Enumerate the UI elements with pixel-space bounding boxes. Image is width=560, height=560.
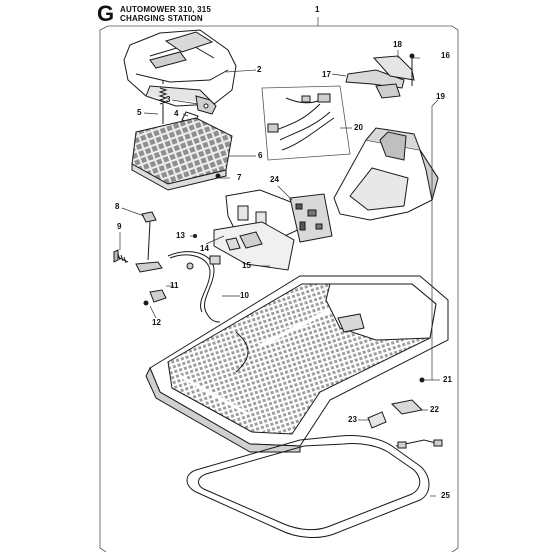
callout-16: 16 [441,51,450,60]
callout-25: 25 [441,491,450,500]
callout-8: 8 [115,202,120,211]
callout-21: 21 [443,375,452,384]
callout-9: 9 [117,222,122,231]
callout-5: 5 [137,108,142,117]
callout-1: 1 [315,5,320,14]
callout-18: 18 [393,40,402,49]
leader-lines [119,50,440,497]
base-hardware [367,377,425,429]
callout-3: 3 [166,95,171,104]
callout-2: 2 [257,65,262,74]
boundary-wire-25 [186,435,443,538]
callout-22: 22 [430,405,439,414]
callout-7: 7 [237,173,242,182]
callout-17: 17 [322,70,331,79]
bracket-11 [143,289,167,306]
callout-4: 4 [174,109,179,118]
callout-23: 23 [348,415,357,424]
small-screw-7 [215,173,221,179]
callout-24: 24 [270,175,279,184]
title-section: CHARGING STATION [120,14,203,23]
charging-post-19 [333,127,439,221]
contact-plates [345,53,415,99]
callout-14: 14 [200,244,209,253]
spring [158,80,168,124]
callout-15: 15 [242,261,251,270]
callout-19: 19 [436,92,445,101]
title-model: AUTOMOWER 310, 315 [120,5,212,14]
circuit-board-24 [289,193,333,243]
callout-6: 6 [258,151,263,160]
bolt-9 [113,249,129,264]
section-letter: G [97,1,115,26]
base-plate [145,275,449,453]
callout-13: 13 [176,231,185,240]
clip-8 [141,211,157,261]
callout-20: 20 [354,123,363,132]
cable-10 [135,251,221,323]
grid-tray [131,117,233,191]
top-cover [123,29,237,107]
callout-11: 11 [170,281,179,290]
wire-harness-20 [261,85,351,161]
callout-12: 12 [152,318,161,327]
mounting-plate-14-15 [213,189,303,271]
assembly-frame [99,17,459,553]
callout-10: 10 [240,291,249,300]
